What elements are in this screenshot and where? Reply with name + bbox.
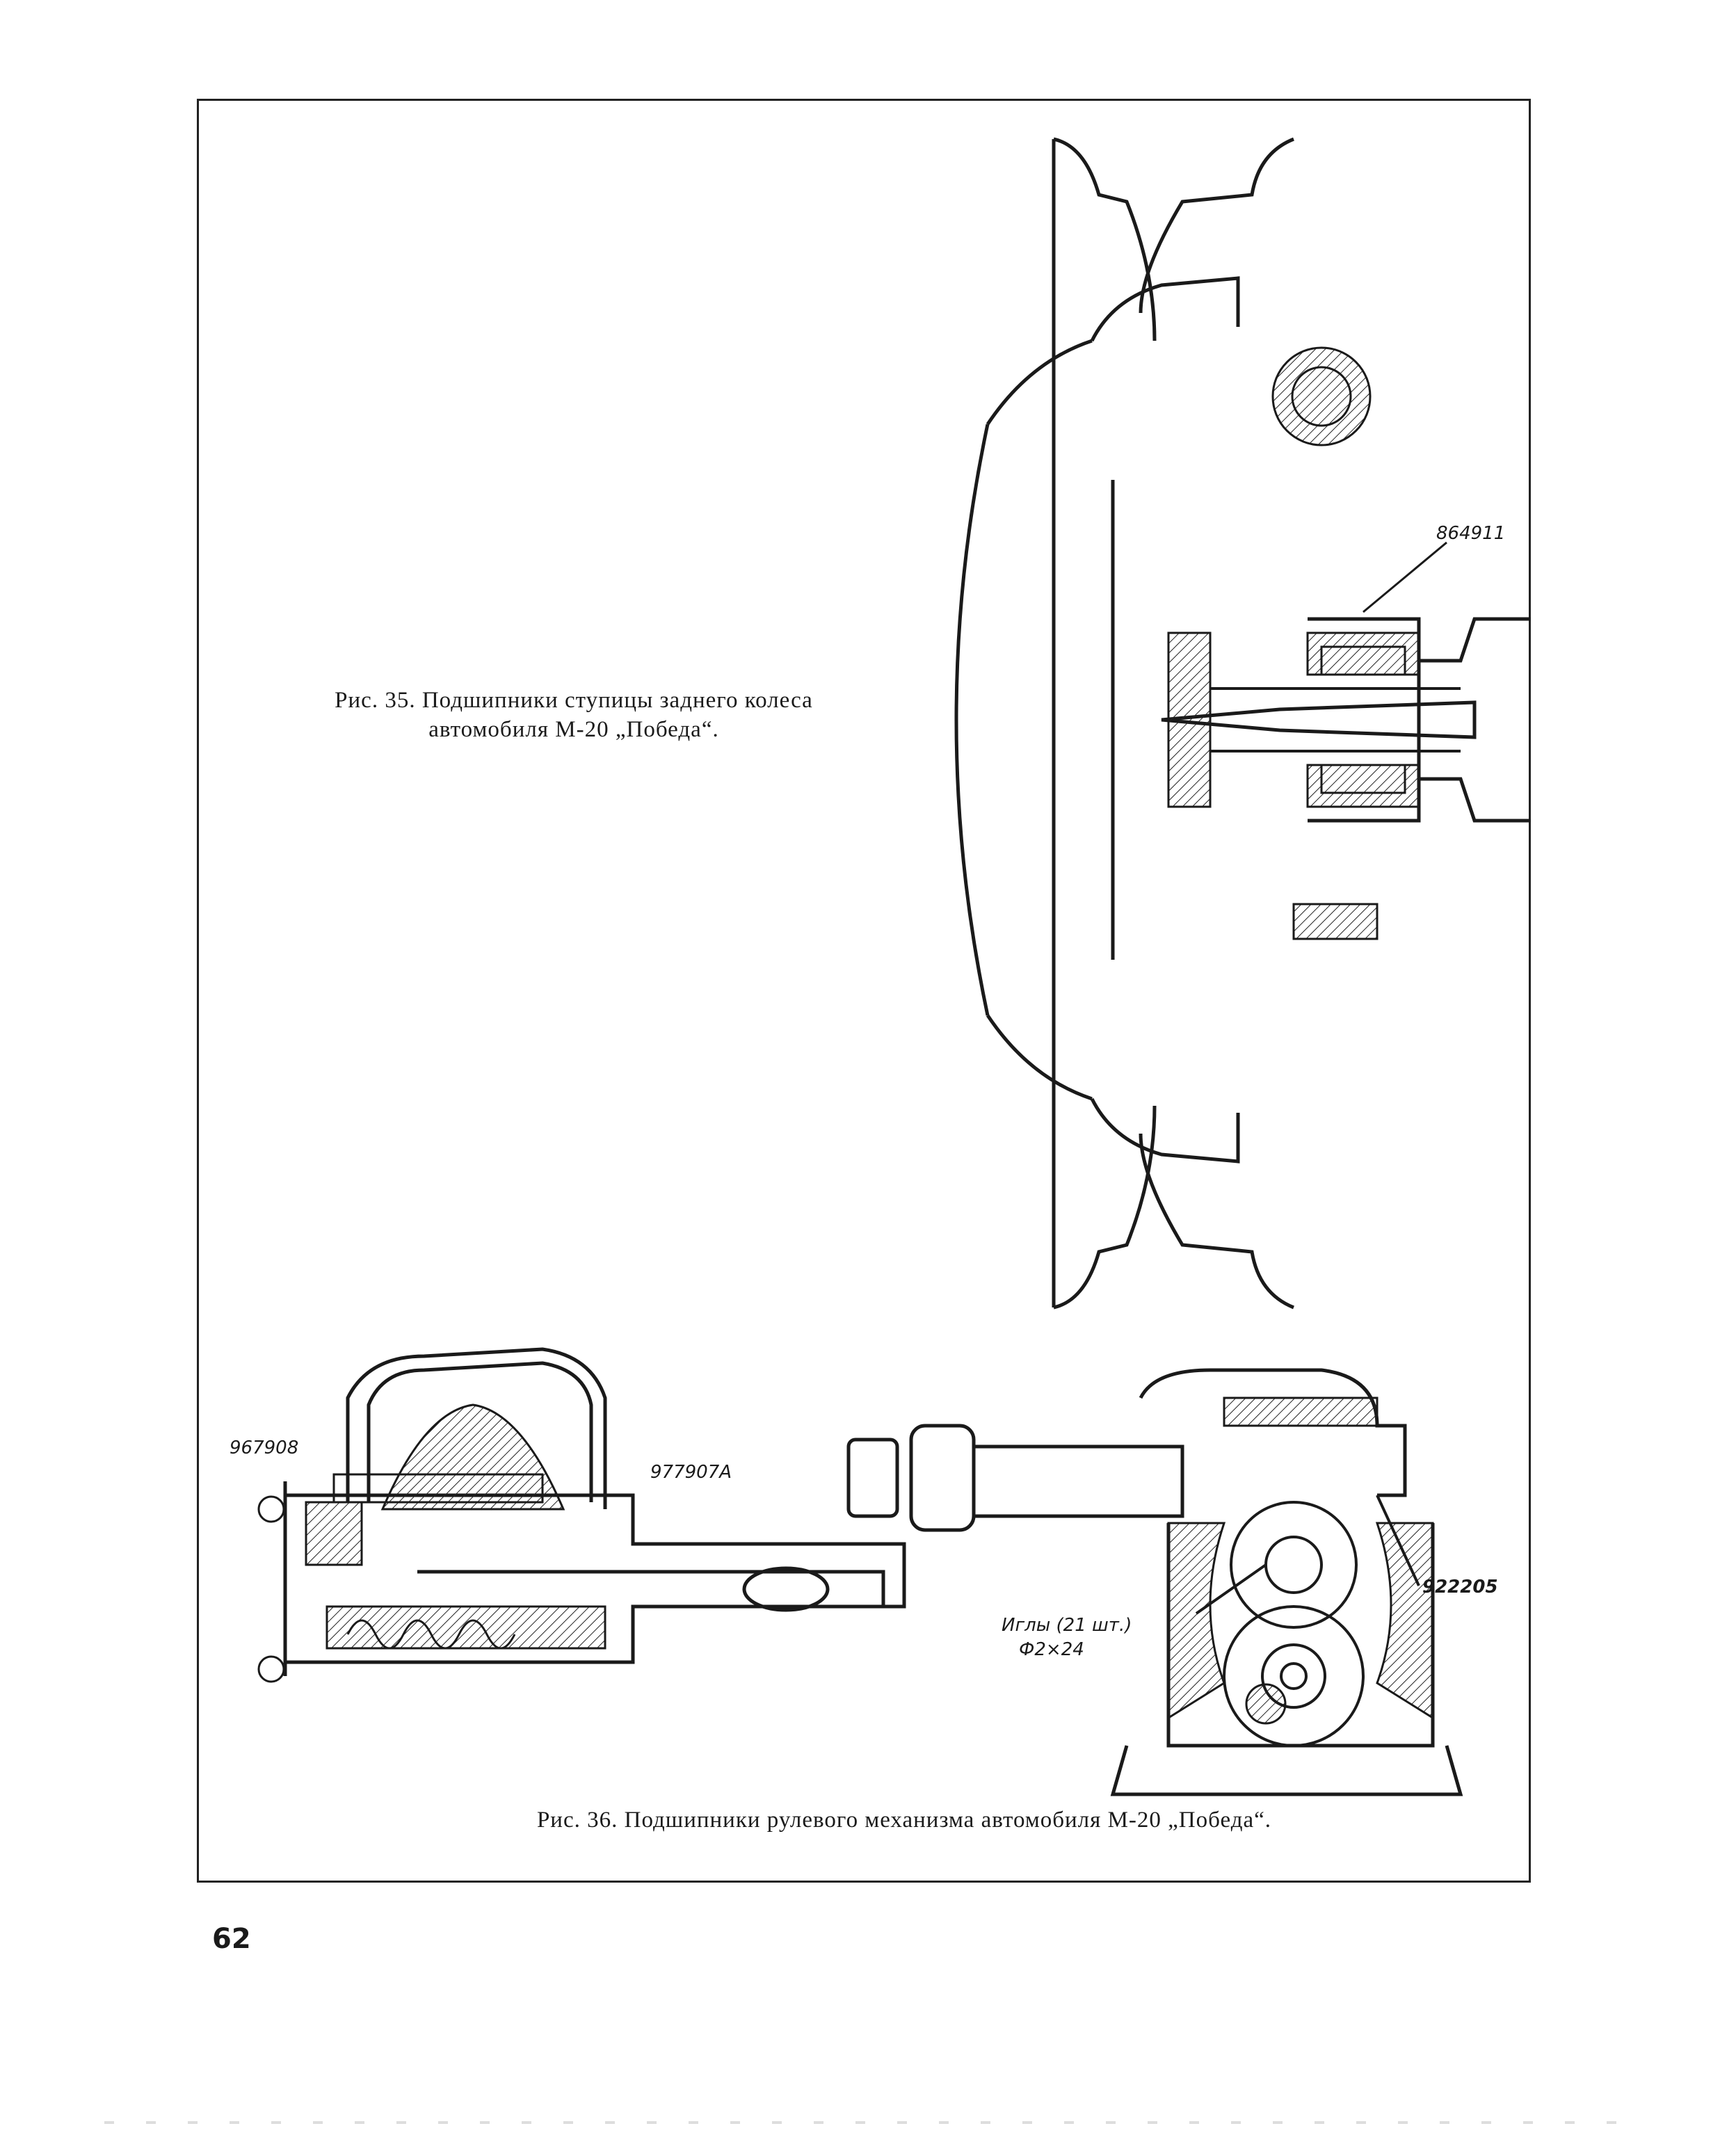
page-number: 62 [212,1923,251,1955]
figure-frame [197,99,1531,1883]
figure-36-caption: Рис. 36. Подшипники рулевого механизма а… [536,1808,1272,1833]
steering-gear-cross-section-drawing: Иглы (21 шт.) Ф2×24 922205 [846,1368,1498,1796]
needles-label-line2: Ф2×24 [1019,1639,1084,1660]
part-number-label-922205: 922205 [1422,1577,1498,1597]
part-number-label-977907a: 977907А [650,1462,732,1483]
figure-35-caption: Рис. 35. Подшипники ступицы заднего коле… [275,686,873,744]
needles-label-line1: Иглы (21 шт.) [1002,1615,1132,1636]
scan-artifact [104,2121,1634,2124]
rear-wheel-hub-drawing: 864911 [954,137,1530,1310]
part-number-label-864911: 864911 [1436,523,1505,544]
figure-35-caption-line1: Рис. 35. Подшипники ступицы заднего коле… [335,688,813,713]
steering-gear-side-section-drawing: 967908 977907А [230,1347,906,1683]
part-number-label-967908: 967908 [230,1438,298,1458]
figure-35-caption-line2: автомобиля М-20 „Победа“. [428,717,719,742]
